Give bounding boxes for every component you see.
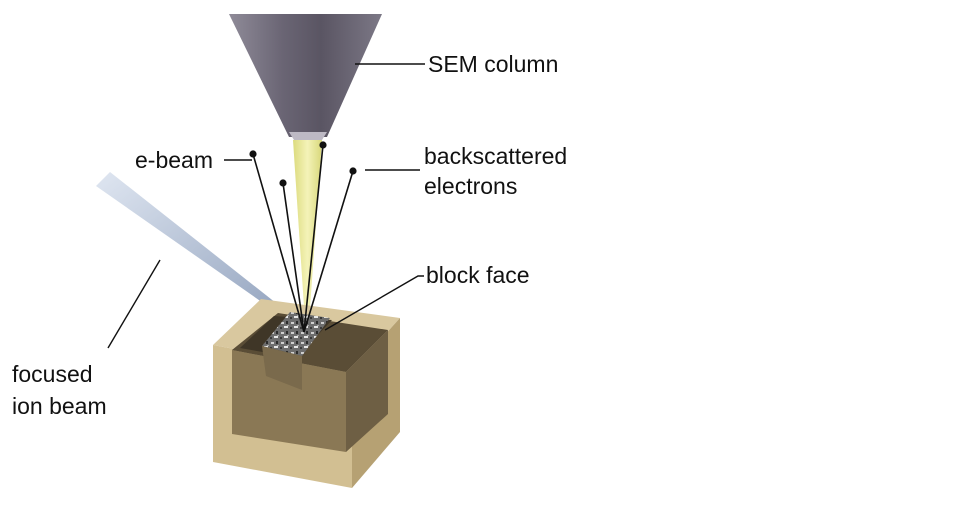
trajectory-endpoints (249, 141, 357, 187)
backscattered-label-line2: electrons (424, 173, 518, 199)
backscattered-label-line1: backscattered (424, 143, 568, 169)
block-face-label: block face (426, 262, 530, 288)
focused-ion-beam-label-line2: ion beam (12, 393, 107, 419)
sem-column-shape (229, 14, 382, 137)
sem-column-tip (289, 132, 327, 140)
sem-column-label: SEM column (428, 51, 559, 77)
e-beam-label: e-beam (135, 147, 213, 173)
focused-ion-beam-label-line1: focused (12, 361, 93, 387)
sample-block (213, 299, 400, 488)
ion-beam (96, 172, 300, 326)
block-face-surface (262, 312, 330, 356)
electron-trajectories (252, 144, 354, 333)
electron-beam (293, 140, 322, 322)
leader-lines (107, 63, 425, 349)
